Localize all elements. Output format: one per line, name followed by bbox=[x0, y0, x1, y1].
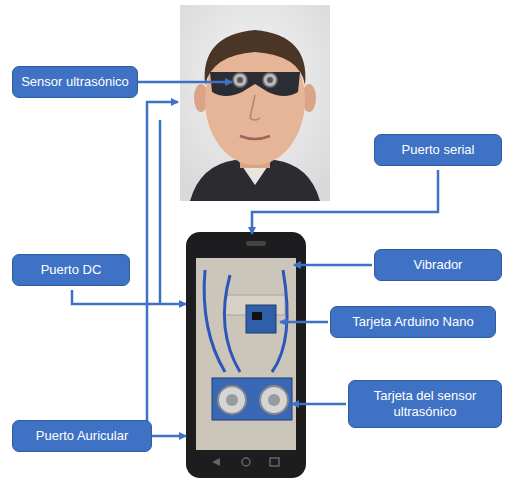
phone-device bbox=[186, 232, 306, 478]
callout-text: Tarjeta Arduino Nano bbox=[352, 314, 473, 330]
callout-box: Sensor ultrasónico bbox=[12, 66, 138, 98]
callout-box: Puerto Auricular bbox=[12, 420, 152, 452]
callout-text: Puerto Auricular bbox=[36, 428, 129, 444]
callout-text: Puerto DC bbox=[41, 262, 102, 278]
callout-box: Tarjeta Arduino Nano bbox=[330, 306, 496, 338]
callout-box: Puerto DC bbox=[12, 254, 130, 286]
callout-box: Tarjeta del sensor ultrasónico bbox=[348, 380, 502, 428]
callout-text: Vibrador bbox=[414, 257, 463, 273]
callout-text: Puerto serial bbox=[402, 142, 475, 158]
face-photo bbox=[180, 5, 330, 201]
callout-text: Tarjeta del sensor ultrasónico bbox=[357, 388, 493, 420]
callout-box: Vibrador bbox=[374, 249, 502, 281]
callout-text: Sensor ultrasónico bbox=[21, 74, 129, 90]
callout-box: Puerto serial bbox=[374, 134, 502, 166]
